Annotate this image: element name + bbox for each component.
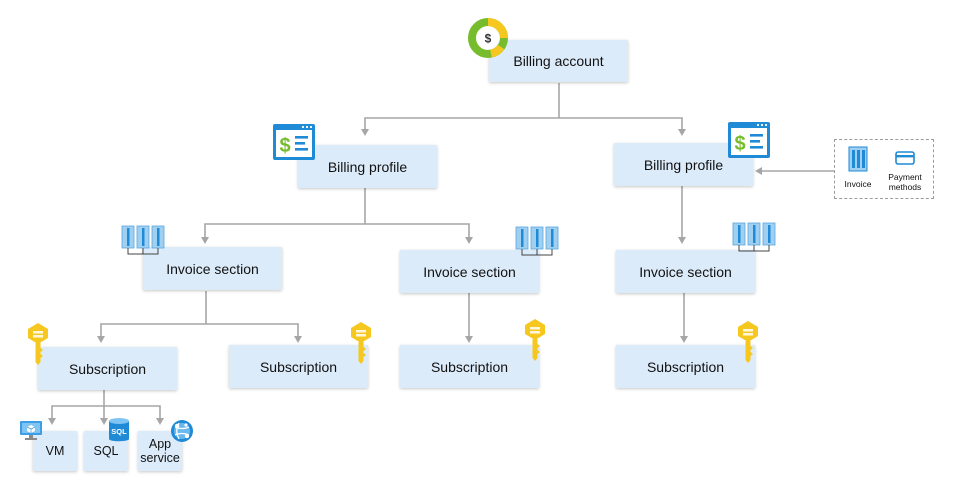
payment-methods-label: Payment methods	[883, 172, 927, 192]
subscription-node-1[interactable]: Subscription	[38, 347, 177, 390]
invoice-icon	[848, 146, 868, 172]
payment-methods-label-line1: Payment	[888, 172, 922, 182]
key-icon-4	[736, 320, 760, 364]
vm-resource-node[interactable]: VM	[33, 431, 77, 471]
connector-account-profiles	[364, 83, 683, 133]
arrowhead-sql	[100, 418, 108, 425]
billing-profile-node-right[interactable]: Billing profile	[614, 143, 753, 186]
arrowhead-subscription-3	[465, 336, 473, 343]
key-icon-1	[26, 322, 50, 366]
arrowhead-section-1	[201, 237, 209, 244]
arrowhead-vm	[48, 418, 56, 425]
connector-profile-left-sections	[204, 188, 470, 241]
invoice-section-columns-icon-1	[121, 225, 165, 259]
arrowhead-section-2	[465, 237, 473, 244]
invoice-section-node-1[interactable]: Invoice section	[143, 247, 282, 290]
app-service-label-line1: App	[148, 437, 172, 451]
app-service-label-line2: service	[140, 451, 180, 465]
billing-account-node[interactable]: Billing account	[489, 40, 628, 82]
arrowhead-app-service	[156, 418, 164, 425]
svg-text:$: $	[485, 32, 492, 46]
key-icon-3	[523, 318, 547, 362]
arrowhead-subscription-2	[294, 336, 302, 343]
app-service-globe-icon	[170, 419, 194, 443]
invoice-section-columns-icon-3	[732, 222, 776, 256]
arrowhead-subscription-1	[97, 336, 105, 343]
arrowhead-inset-profile	[755, 167, 762, 175]
dollar-document-window-icon-right: $	[727, 121, 771, 159]
subscription-node-3[interactable]: Subscription	[400, 345, 539, 388]
sql-icon-text: SQL	[111, 427, 127, 436]
invoice-section-node-2[interactable]: Invoice section	[400, 250, 539, 293]
dollar-donut-icon: $	[467, 17, 509, 59]
connector-subscription-resources	[51, 390, 161, 422]
connector-section1-subscriptions	[100, 291, 299, 340]
subscription-node-4[interactable]: Subscription	[616, 345, 755, 388]
payment-methods-label-line2: methods	[888, 182, 922, 192]
key-icon-2	[349, 321, 373, 365]
subscription-node-2[interactable]: Subscription	[229, 345, 368, 388]
arrowhead-profile-left	[361, 129, 369, 136]
invoice-section-columns-icon-2	[515, 226, 559, 260]
svg-text:$: $	[734, 133, 745, 155]
arrowhead-section-3	[678, 237, 686, 244]
arrowhead-subscription-4	[680, 336, 688, 343]
credit-card-icon	[895, 151, 915, 165]
invoice-section-node-3[interactable]: Invoice section	[616, 250, 755, 293]
arrowhead-profile-right	[678, 129, 686, 136]
virtual-machine-icon	[19, 420, 43, 442]
billing-profile-details-panel: Invoice Payment methods	[834, 139, 934, 199]
billing-profile-node-left[interactable]: Billing profile	[298, 145, 437, 188]
invoice-label: Invoice	[844, 179, 872, 189]
dollar-document-window-icon-left: $	[272, 123, 316, 161]
svg-text:$: $	[279, 135, 290, 157]
sql-database-icon: SQL	[108, 417, 130, 443]
